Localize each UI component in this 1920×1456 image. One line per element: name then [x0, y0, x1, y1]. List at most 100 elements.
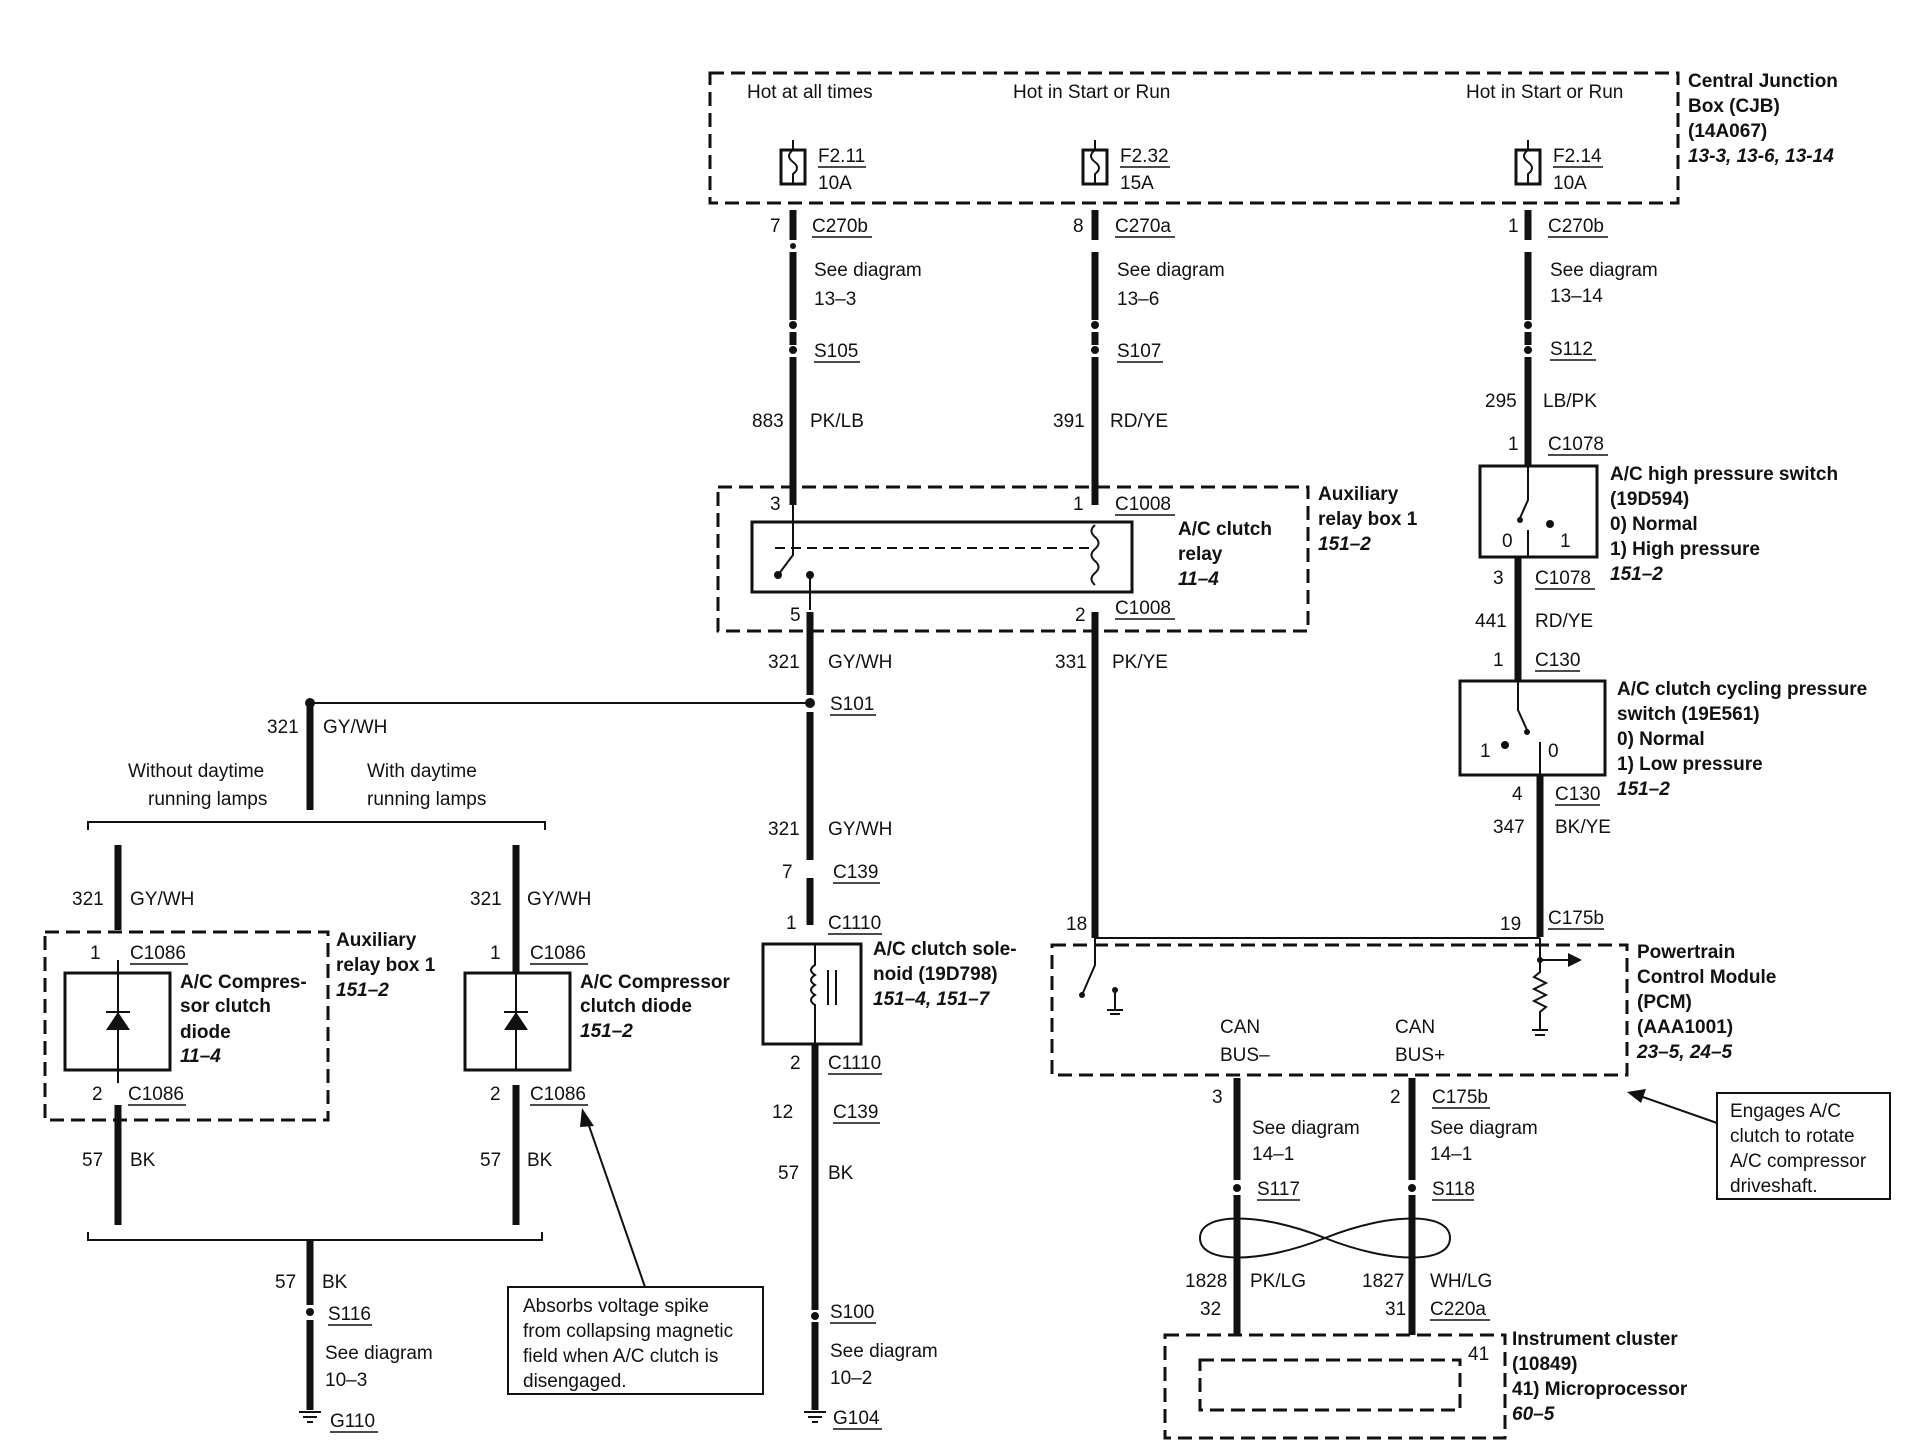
fuse-f2-11: F2.11 10A: [779, 140, 866, 194]
diodeB-title-2: clutch diode: [580, 996, 692, 1017]
diodeA-pin1: 1: [90, 943, 101, 964]
relaybox-ref: 151–2: [1318, 534, 1371, 555]
sol-see-2: 10–2: [830, 1368, 872, 1389]
left-option-2a: With daytime: [367, 761, 477, 782]
pcm-ref: 23–5, 24–5: [1636, 1042, 1733, 1063]
col3-conn: C270b: [1548, 216, 1604, 237]
sol-ground: G104: [833, 1408, 880, 1429]
left-option-1b: running lamps: [148, 789, 267, 810]
fuse-f2-14: F2.14 10A: [1514, 140, 1603, 194]
ground-icon: [299, 1411, 321, 1423]
diode-b-icon: [504, 1012, 528, 1030]
col2-see-1: See diagram: [1117, 260, 1225, 281]
can-spliceA: S117: [1257, 1179, 1300, 1200]
fuse-amp: 10A: [1553, 173, 1587, 194]
instrument-cluster-outline: [1163, 1333, 1507, 1440]
pcm-note-4: driveshaft.: [1730, 1176, 1818, 1197]
col3-splice: S112: [1550, 339, 1593, 360]
cps-pos1: 1: [1480, 741, 1491, 762]
diodeB-color: GY/WH: [527, 889, 591, 910]
pcm-note-1: Engages A/C: [1730, 1101, 1841, 1122]
diodeA-box-3: 151–2: [336, 980, 389, 1001]
diode-note-box: [507, 1286, 764, 1395]
left-option-2b: running lamps: [367, 789, 486, 810]
cjb-title-3: (14A067): [1688, 121, 1767, 142]
can-pinB: 31: [1385, 1299, 1406, 1320]
sol-title-2: noid (19D798): [873, 964, 998, 985]
relay-conn-top: C1008: [1115, 494, 1171, 515]
sol-color: GY/WH: [828, 819, 892, 840]
wire-left-321: [305, 698, 315, 810]
mid-circuit-2: 331: [1055, 652, 1087, 673]
ic-title-2: (10849): [1512, 1354, 1578, 1375]
sol-see-1: See diagram: [830, 1341, 938, 1362]
diode-note-2: from collapsing magnetic: [523, 1321, 733, 1342]
pcm-note-box: [1716, 1092, 1891, 1200]
relaybox-title-2: relay box 1: [1318, 509, 1418, 530]
sol-conn139: C139: [833, 862, 878, 883]
col2-conn: C270a: [1115, 216, 1171, 237]
sol-color57: BK: [828, 1163, 854, 1184]
ac-cycling-pressure-switch: [1458, 679, 1607, 777]
sol-conn1110: C1110: [828, 913, 881, 934]
gnd-see-1: See diagram: [325, 1343, 433, 1364]
relay-coil-icon: [1090, 524, 1100, 586]
diodeA-conn: C1086: [130, 943, 186, 964]
hps-switch-icon: [1519, 466, 1529, 557]
diodeB-title-1: A/C Compressor: [580, 972, 731, 993]
col3-color: LB/PK: [1543, 391, 1597, 412]
gnd-color: BK: [322, 1272, 348, 1293]
cps-ref: 151–2: [1617, 779, 1670, 800]
diodeB-ref: 151–2: [580, 1021, 633, 1042]
pcm-can2: CAN: [1395, 1017, 1435, 1038]
gnd-see-2: 10–3: [325, 1370, 367, 1391]
gnd-circuit: 57: [275, 1272, 296, 1293]
col3-pin: 1: [1508, 216, 1519, 237]
col2-color: RD/YE: [1110, 411, 1168, 432]
pcm-can1: CAN: [1220, 1017, 1260, 1038]
cps-circuit: 347: [1493, 817, 1525, 838]
can-colorB: WH/LG: [1430, 1271, 1492, 1292]
hps-pos1: 1: [1560, 531, 1571, 552]
sol-circuit57: 57: [778, 1163, 799, 1184]
can-circuitA: 1828: [1185, 1271, 1227, 1292]
wire-g110: [306, 1240, 314, 1410]
can-seeA-2: 14–1: [1252, 1144, 1294, 1165]
relaybox-title-1: Auxiliary: [1318, 484, 1399, 505]
diodeB-color57: BK: [527, 1150, 553, 1171]
pcm-title-2: Control Module: [1637, 967, 1776, 988]
ac-clutch-relay: [750, 520, 1134, 594]
hps-conn1: C1078: [1548, 434, 1604, 455]
fuse-amp: 10A: [818, 173, 852, 194]
mid-splice: S101: [830, 694, 874, 715]
ac-clutch-solenoid: [761, 942, 863, 1046]
col1-see-1: See diagram: [814, 260, 922, 281]
cps-title-1: A/C clutch cycling pressure: [1617, 679, 1867, 700]
relay-pin1: 1: [1073, 494, 1084, 515]
sol-pin2: 2: [790, 1053, 801, 1074]
wire-321-main: [310, 612, 815, 925]
pcm-title-3: (PCM): [1637, 992, 1692, 1013]
col3-see-1: See diagram: [1550, 260, 1658, 281]
pcm-conn: C175b: [1548, 908, 1604, 929]
pcm-note-3: A/C compressor: [1730, 1151, 1867, 1172]
col3-see-2: 13–14: [1550, 286, 1603, 307]
cps-pin4: 4: [1512, 784, 1523, 805]
can-seeB-2: 14–1: [1430, 1144, 1472, 1165]
diodeA-box-2: relay box 1: [336, 955, 436, 976]
hps-pin3: 3: [1493, 568, 1504, 589]
gnd-ground: G110: [330, 1411, 375, 1432]
sol-splice: S100: [830, 1302, 874, 1323]
relay-pin2: 2: [1075, 605, 1086, 626]
option-bracket-top: [87, 821, 546, 830]
sol-title-1: A/C clutch sole-: [873, 939, 1017, 960]
left-option-1a: Without daytime: [128, 761, 264, 782]
diodeA-box-1: Auxiliary: [336, 930, 417, 951]
fuse-id: F2.14: [1553, 146, 1602, 167]
col1-conn: C270b: [812, 216, 868, 237]
can-spliceB: S118: [1432, 1179, 1475, 1200]
diode-a-relaybox-outline: [43, 930, 330, 1122]
hps-pos0: 0: [1502, 531, 1513, 552]
supply-label-1: Hot at all times: [747, 82, 873, 103]
diodeB-circuit57: 57: [480, 1150, 501, 1171]
